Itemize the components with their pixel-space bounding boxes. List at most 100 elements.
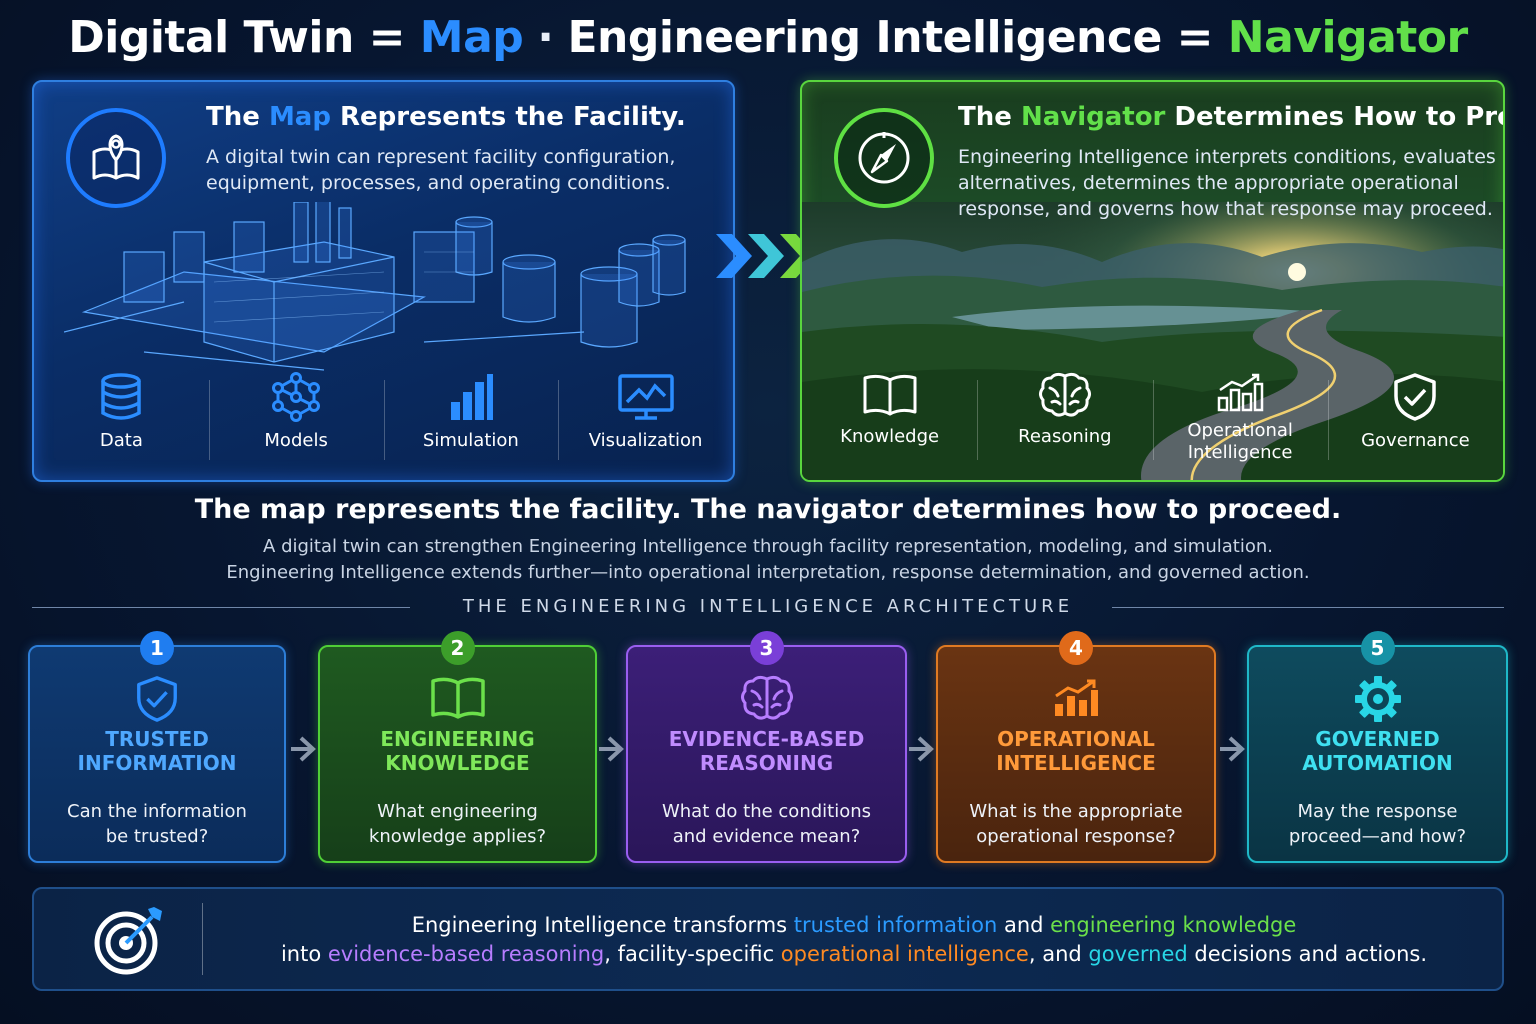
- step-arrow-icon: [599, 736, 624, 762]
- navigator-heading-hl: Navigator: [1020, 102, 1166, 132]
- map-book-pin-icon: [66, 108, 166, 208]
- target-icon: [94, 907, 162, 975]
- map-heading: The Map Represents the Facility.: [206, 102, 686, 132]
- step-question-line: proceed—and how?: [1288, 826, 1467, 847]
- shield-check-icon: [137, 676, 177, 722]
- summary-line-1: A digital twin can strengthen Engineerin…: [263, 536, 1273, 557]
- step-number: 2: [440, 631, 475, 665]
- section-divider-left: [32, 607, 410, 608]
- banner-hl-trusted-information: trusted information: [793, 913, 998, 937]
- banner-span: and: [997, 913, 1051, 937]
- brain-icon: [1038, 372, 1091, 417]
- step-question-line: knowledge applies?: [368, 826, 547, 847]
- book-icon: [430, 677, 485, 719]
- navigator-heading-post: Determines How to Proceed.: [1174, 102, 1503, 132]
- map-item-simulation: Simulation: [383, 372, 559, 472]
- shield-check-icon: [1394, 373, 1437, 421]
- section-title: THE ENGINEERING INTELLIGENCE ARCHITECTUR…: [462, 596, 1074, 617]
- growth-chart-icon: [1055, 679, 1098, 716]
- banner-line-1: Engineering Intelligence transforms trus…: [214, 911, 1494, 940]
- map-item-models: Models: [208, 372, 384, 472]
- map-item-label: Simulation: [422, 430, 519, 451]
- banner-span: Engineering Intelligence transforms: [411, 913, 794, 937]
- step-question-line: and evidence mean?: [672, 826, 861, 847]
- step-arrow-icon: [291, 736, 316, 762]
- wireframe-facility-image: [64, 202, 686, 371]
- navigator-panel: The Navigator Determines How to Proceed.…: [800, 80, 1505, 482]
- growth-chart-icon: [1217, 373, 1264, 412]
- nav-item-governance: Governance: [1327, 372, 1503, 472]
- map-heading-hl: Map: [268, 102, 331, 132]
- step-title-line: REASONING: [699, 751, 834, 775]
- step-question-line: be trusted?: [105, 826, 209, 847]
- monitor-icon: [617, 374, 674, 420]
- brain-icon: [740, 675, 793, 720]
- banner-span: , and: [1028, 942, 1089, 966]
- nav-item-reasoning: Reasoning: [977, 372, 1152, 472]
- step-title-line: ENGINEERING: [380, 727, 535, 751]
- step-arrow-icon: [1220, 736, 1245, 762]
- nav-item-label: Governance: [1361, 430, 1470, 451]
- nav-item-label: Knowledge: [840, 426, 940, 447]
- summary-line-2: Engineering Intelligence extends further…: [226, 562, 1310, 583]
- step-title-line: KNOWLEDGE: [385, 751, 530, 775]
- bottom-banner: Engineering Intelligence transforms trus…: [32, 887, 1504, 991]
- map-heading-pre: The: [206, 102, 269, 132]
- title-map: Map: [419, 12, 524, 63]
- step-question: What do the conditions and evidence mean?: [628, 799, 905, 849]
- map-item-label: Visualization: [588, 430, 703, 451]
- title-navigator: Navigator: [1227, 12, 1468, 63]
- banner-span: into: [280, 942, 328, 966]
- nav-item-label: Reasoning: [1018, 426, 1112, 447]
- banner-line-2: into evidence-based reasoning, facility-…: [214, 940, 1494, 969]
- step-arrow-icon: [909, 736, 934, 762]
- map-item-visualization: Visualization: [558, 372, 733, 472]
- nav-item-label: Operational Intelligence: [1187, 420, 1293, 463]
- step-number: 5: [1360, 631, 1395, 665]
- banner-hl-evidence-based-reasoning: evidence-based reasoning: [327, 942, 605, 966]
- step-title-line: OPERATIONAL: [997, 727, 1155, 751]
- compass-icon: [834, 108, 934, 208]
- nav-item-knowledge: Knowledge: [802, 372, 977, 472]
- title-part2: Engineering Intelligence =: [567, 12, 1228, 63]
- step-question: Can the information be trusted?: [30, 799, 284, 849]
- title-dot: ·: [537, 12, 554, 63]
- title-part1: Digital Twin =: [68, 12, 420, 63]
- map-icon-row: Data Models: [34, 372, 733, 472]
- step-question: What is the appropriate operational respo…: [938, 799, 1214, 849]
- database-icon: [101, 373, 142, 420]
- summary-body: A digital twin can strengthen Engineerin…: [0, 534, 1536, 586]
- map-heading-post: Represents the Facility.: [330, 102, 686, 132]
- banner-divider: [202, 903, 203, 975]
- step-question-line: What is the appropriate: [969, 801, 1183, 822]
- navigator-heading: The Navigator Determines How to Proceed.: [958, 102, 1503, 132]
- gear-icon: [1354, 676, 1401, 722]
- step-title-line: GOVERNED: [1315, 727, 1440, 751]
- step-question-line: operational response?: [976, 826, 1176, 847]
- banner-hl-operational-intelligence: operational intelligence: [780, 942, 1029, 966]
- section-divider-right: [1112, 607, 1504, 608]
- banner-text: Engineering Intelligence transforms trus…: [214, 911, 1494, 969]
- navigator-icon-row: Knowledge Reasoning Operati: [802, 372, 1503, 472]
- map-item-data: Data: [34, 372, 209, 472]
- step-title-line: INFORMATION: [77, 751, 237, 775]
- step-title-line: INTELLIGENCE: [996, 751, 1156, 775]
- map-panel: The Map Represents the Facility. A digit…: [32, 80, 735, 482]
- step-question-line: What do the conditions: [661, 801, 872, 822]
- step-title-line: EVIDENCE-BASED: [668, 727, 865, 751]
- banner-hl-engineering-knowledge: engineering knowledge: [1050, 913, 1297, 937]
- book-icon: [863, 374, 917, 416]
- step-question-line: Can the information: [67, 801, 247, 822]
- step-title-line: TRUSTED: [105, 727, 209, 751]
- map-item-label: Models: [264, 430, 328, 451]
